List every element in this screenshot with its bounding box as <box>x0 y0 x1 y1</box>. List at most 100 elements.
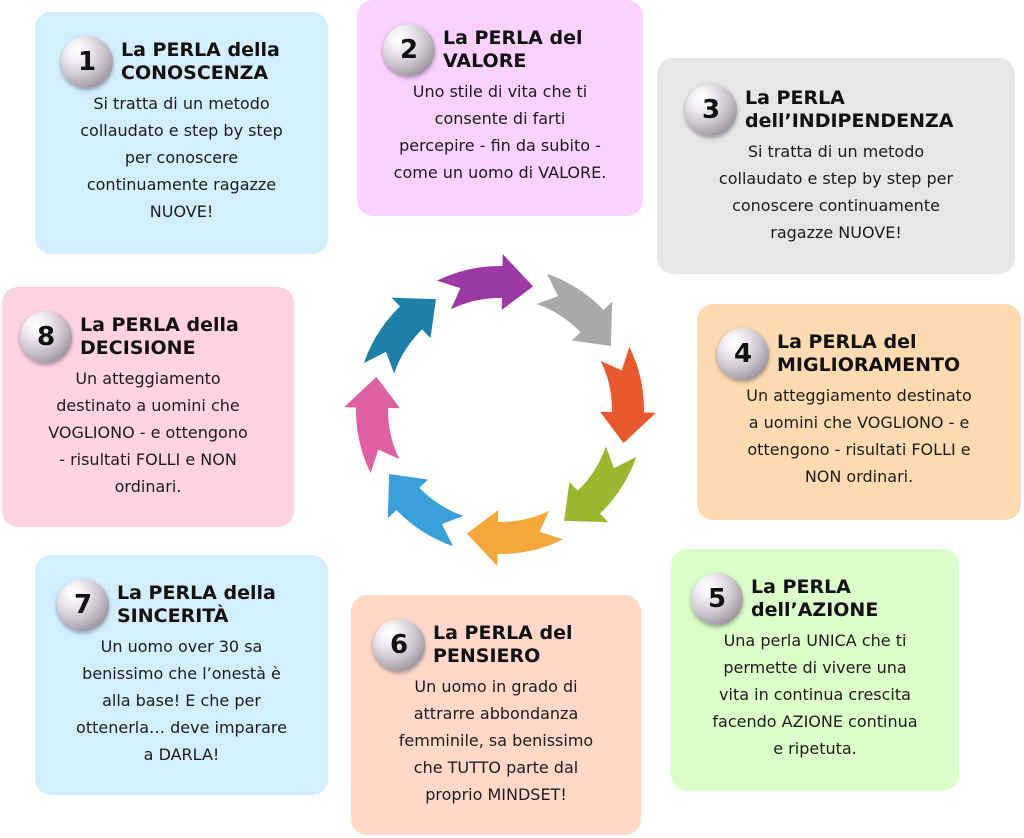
card-pearl-indipendenza: 3 La PERLA dell’INDIPENDENZA Si tratta d… <box>657 58 1015 274</box>
card-text: Un uomo over 30 sa benissimo che l’onest… <box>43 633 320 768</box>
card-header: 1 La PERLA della CONOSCENZA <box>61 36 320 88</box>
card-text-line: Un atteggiamento <box>75 369 221 388</box>
pearl-number-badge: 3 <box>685 84 737 136</box>
card-header: 4 La PERLA del MIGLIORAMENTO <box>717 328 1015 380</box>
card-text: Si tratta di un metodo collaudato e step… <box>43 90 320 225</box>
card-text-line: a uomini che VOGLIONO - e <box>748 413 970 432</box>
card-title-line: La PERLA <box>751 576 851 598</box>
card-pearl-conoscenza: 1 La PERLA della CONOSCENZA Si tratta di… <box>35 12 328 254</box>
card-text-line: ragazze NUOVE! <box>770 223 902 242</box>
card-title-line: MIGLIORAMENTO <box>777 354 961 376</box>
card-text: Un atteggiamento destinato a uomini che … <box>703 382 1015 490</box>
card-text-line: proprio MINDSET! <box>425 785 567 804</box>
card-title-line: dell’INDIPENDENZA <box>745 110 954 132</box>
card-text-line: femminile, sa benissimo <box>398 731 594 750</box>
card-text-line: continuamente ragazze <box>86 175 277 194</box>
cycle-arrow-5 <box>466 510 564 566</box>
card-text: Uno stile di vita che ti consente di far… <box>365 78 635 186</box>
card-text-line: come un uomo di VALORE. <box>393 163 607 182</box>
card-title-line: SINCERITÀ <box>117 605 229 627</box>
card-pearl-pensiero: 6 La PERLA del PENSIERO Un uomo in grado… <box>351 595 641 835</box>
card-pearl-valore: 2 La PERLA del VALORE Uno stile di vita … <box>357 0 643 216</box>
card-title: La PERLA della DECISIONE <box>80 314 239 360</box>
card-text-line: NON ordinari. <box>804 467 914 486</box>
card-text-line: Una perla UNICA che ti <box>723 631 907 650</box>
card-text-line: Uno stile di vita che ti <box>412 82 588 101</box>
card-text-line: facendo AZIONE continua <box>712 712 918 731</box>
card-title: La PERLA dell’INDIPENDENZA <box>745 87 953 133</box>
card-header: 6 La PERLA del PENSIERO <box>373 619 633 671</box>
card-text-line: Un uomo in grado di <box>414 677 578 696</box>
cycle-arrow-6 <box>387 474 464 547</box>
card-text-line: collaudato e step by step <box>80 121 283 140</box>
card-header: 5 La PERLA dell’AZIONE <box>691 573 953 625</box>
card-title-line: La PERLA della <box>121 39 280 61</box>
card-title: La PERLA della CONOSCENZA <box>121 39 280 85</box>
card-text-line: ordinari. <box>114 477 182 496</box>
card-text-line: alla base! E che per <box>102 691 261 710</box>
card-text-line: Un atteggiamento destinato <box>746 386 972 405</box>
card-header: 8 La PERLA della DECISIONE <box>20 311 288 363</box>
card-text: Una perla UNICA che ti permette di viver… <box>677 627 953 762</box>
cycle-arrow-7 <box>344 376 400 474</box>
card-title: La PERLA del PENSIERO <box>433 622 573 668</box>
card-pearl-sincerita: 7 La PERLA della SINCERITÀ Un uomo over … <box>35 555 328 795</box>
card-text-line: e ripetuta. <box>773 739 857 758</box>
cycle-arrow-2 <box>536 273 613 346</box>
card-text: Si tratta di un metodo collaudato e step… <box>665 138 1007 246</box>
card-text-line: NUOVE! <box>149 202 214 221</box>
card-title-line: DECISIONE <box>80 337 196 359</box>
cycle-arrow-1 <box>436 254 534 310</box>
card-text-line: collaudato e step by step per <box>718 169 954 188</box>
card-title-line: VALORE <box>443 50 527 72</box>
pearl-number-badge: 4 <box>717 328 769 380</box>
card-text-line: VOGLIONO - e ottengono <box>48 423 248 442</box>
pearl-number-badge: 2 <box>383 24 435 76</box>
cycle-diagram <box>344 254 656 566</box>
card-title: La PERLA del MIGLIORAMENTO <box>777 331 960 377</box>
card-header: 3 La PERLA dell’INDIPENDENZA <box>685 84 1007 136</box>
pearl-number-badge: 5 <box>691 573 743 625</box>
card-text-line: vita in continua crescita <box>719 685 911 704</box>
card-title-line: La PERLA del <box>777 331 917 353</box>
card-title-line: La PERLA del <box>433 622 573 644</box>
card-text-line: ottenerla… deve imparare <box>76 718 287 737</box>
card-text-line: percepire - fin da subito - <box>399 136 601 155</box>
card-pearl-miglioramento: 4 La PERLA del MIGLIORAMENTO Un atteggia… <box>697 304 1021 520</box>
card-text-line: che TUTTO parte dal <box>413 758 579 777</box>
card-text-line: Si tratta di un metodo <box>93 94 270 113</box>
card-text-line: consente di farti <box>434 109 566 128</box>
card-title-line: dell’AZIONE <box>751 599 879 621</box>
card-header: 2 La PERLA del VALORE <box>383 24 635 76</box>
card-title-line: La PERLA della <box>117 582 276 604</box>
card-title: La PERLA dell’AZIONE <box>751 576 878 622</box>
card-text-line: - risultati FOLLI e NON <box>59 450 237 469</box>
pearl-number-badge: 7 <box>57 579 109 631</box>
card-header: 7 La PERLA della SINCERITÀ <box>57 579 320 631</box>
cycle-arrow-4 <box>564 446 637 523</box>
card-title-line: La PERLA della <box>80 314 239 336</box>
card-text-line: permette di vivere una <box>723 658 907 677</box>
card-text-line: Un uomo over 30 sa <box>100 637 263 656</box>
card-text-line: Si tratta di un metodo <box>747 142 925 161</box>
card-text-line: attrarre abbondanza <box>413 704 579 723</box>
card-pearl-azione: 5 La PERLA dell’AZIONE Una perla UNICA c… <box>671 549 959 791</box>
card-text: Un atteggiamento destinato a uomini che … <box>8 365 288 500</box>
card-title-line: La PERLA del <box>443 27 583 49</box>
card-text-line: destinato a uomini che <box>56 396 240 415</box>
card-text-line: a DARLA! <box>143 745 220 764</box>
card-title-line: PENSIERO <box>433 645 541 667</box>
card-title: La PERLA del VALORE <box>443 27 583 73</box>
card-title-line: CONOSCENZA <box>121 62 269 84</box>
cycle-arrow-3 <box>600 346 656 444</box>
card-pearl-decisione: 8 La PERLA della DECISIONE Un atteggiame… <box>2 287 294 527</box>
card-text-line: ottengono - risultati FOLLI e <box>747 440 971 459</box>
card-title: La PERLA della SINCERITÀ <box>117 582 276 628</box>
card-text: Un uomo in grado di attrarre abbondanza … <box>359 673 633 808</box>
pearl-number-badge: 1 <box>61 36 113 88</box>
card-text-line: conoscere continuamente <box>732 196 940 215</box>
pearl-number-badge: 6 <box>373 619 425 671</box>
card-title-line: La PERLA <box>745 87 845 109</box>
cycle-arrow-8 <box>363 297 436 374</box>
card-text-line: per conoscere <box>124 148 239 167</box>
